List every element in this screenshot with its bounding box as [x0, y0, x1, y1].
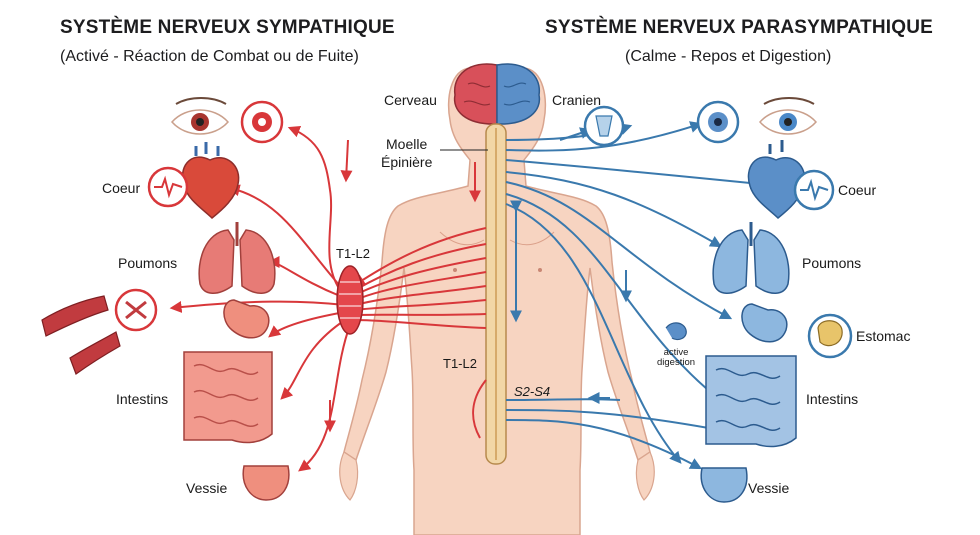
- parasympathetic-intestines-label: Intestins: [806, 391, 859, 407]
- spinal-cord: [485, 123, 507, 465]
- sympathetic-lungs-label: Poumons: [118, 255, 178, 271]
- sympathetic-segment-label: T1-L2: [336, 246, 370, 261]
- sympathetic-heart-label: Coeur: [102, 180, 141, 196]
- cranial-label: Cranien: [552, 92, 602, 108]
- sympathetic-pathways: [169, 126, 487, 472]
- stomach-label: Estomac: [856, 328, 911, 344]
- lungs-icon: [712, 222, 790, 294]
- spinal-cord-label-line1: Moelle: [386, 136, 428, 152]
- sympathetic-ganglion: [336, 265, 364, 335]
- lungs-icon: [198, 222, 276, 294]
- active-digestion-line2: digestion: [656, 357, 696, 368]
- intestines-icon: [183, 351, 273, 444]
- eye-icon: [240, 100, 284, 144]
- heartbeat-icon: [147, 166, 189, 208]
- parasympathetic-lungs-label: Poumons: [802, 255, 862, 271]
- parasympathetic-title: SYSTÈME NERVEUX PARASYMPATHIQUE: [545, 17, 934, 38]
- active-digestion-label: active digestion: [646, 348, 706, 368]
- digestion-icon: [665, 322, 687, 341]
- parasympathetic-bladder-label: Vessie: [748, 480, 790, 496]
- sympathetic-subtitle: (Activé - Réaction de Combat ou de Fuite…: [60, 48, 359, 65]
- brain-illustration: [453, 63, 541, 125]
- intestines-icon: [705, 355, 797, 448]
- bladder-icon: [700, 467, 748, 503]
- sympathetic-title: SYSTÈME NERVEUX SYMPATHIQUE: [60, 17, 395, 38]
- blood-vessel-icon: [41, 288, 158, 375]
- stomach-icon: [741, 303, 788, 343]
- brain-label: Cerveau: [384, 92, 437, 108]
- active-digestion-line1: active: [663, 347, 689, 358]
- parasympathetic-segment-label: S2-S4: [514, 384, 551, 399]
- stomach-icon: [223, 299, 270, 339]
- eye-icon: [171, 97, 229, 135]
- parasympathetic-subtitle: (Calme - Repos et Digestion): [625, 48, 832, 65]
- heart-icon: [181, 142, 240, 220]
- cranial-nerve-icon: [583, 105, 625, 147]
- parasympathetic-pathways: [505, 121, 786, 470]
- stomach-detail-icon: [807, 313, 853, 359]
- sympathetic-intestines-label: Intestins: [116, 391, 169, 407]
- heart-icon: [747, 140, 806, 220]
- sympathetic-bladder-label: Vessie: [186, 480, 228, 496]
- sympathetic-lower-segment-label: T1-L2: [443, 356, 477, 371]
- eye-icon: [696, 100, 740, 144]
- parasympathetic-heart-label: Coeur: [838, 182, 877, 198]
- heartbeat-icon: [793, 169, 835, 211]
- spinal-cord-label-line2: Épinière: [381, 154, 433, 170]
- bladder-icon: [242, 465, 290, 501]
- eye-icon: [759, 97, 817, 135]
